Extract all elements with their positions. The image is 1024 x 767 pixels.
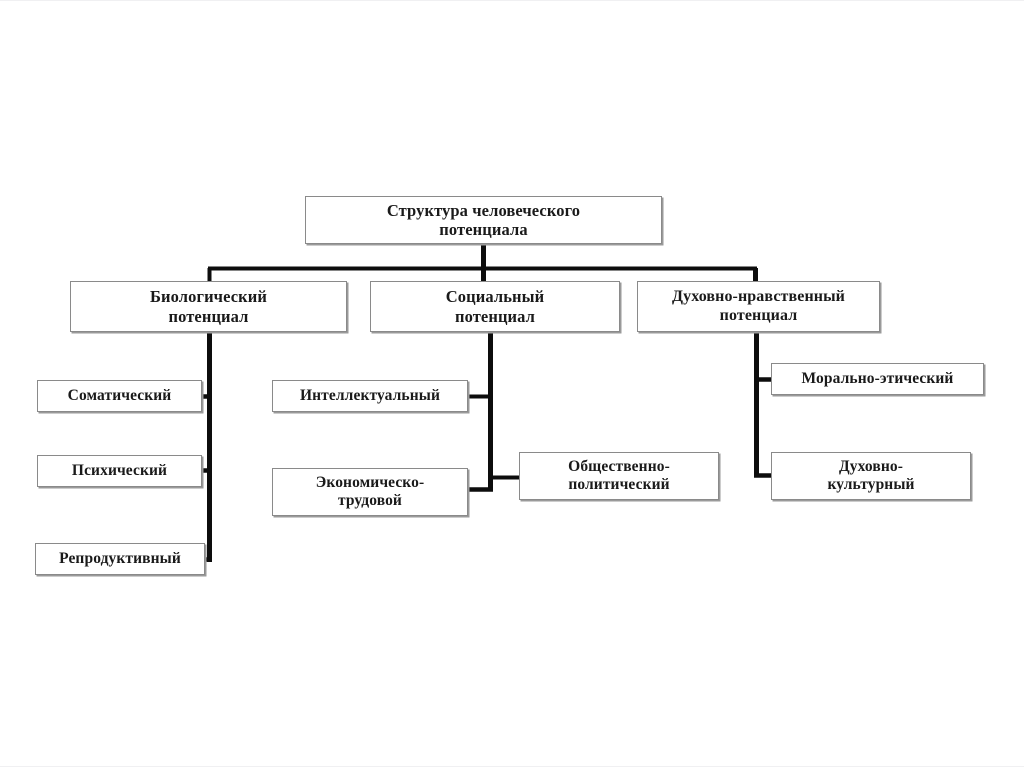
node-spiritual-cultural[interactable]: Духовно-культурный <box>771 452 971 500</box>
node-reproductive[interactable]: Репродуктивный <box>35 543 205 575</box>
node-economic-labor-label: Экономическо-трудовой <box>315 473 425 509</box>
node-socio-political[interactable]: Общественно-политический <box>519 452 719 500</box>
node-reproductive-label: Репродуктивный <box>59 549 181 567</box>
node-moral-ethical-label: Морально-этический <box>801 369 954 387</box>
page-top-edge <box>0 0 1024 1</box>
node-somatic[interactable]: Соматический <box>37 380 202 412</box>
node-somatic-label: Соматический <box>67 386 172 404</box>
node-intellectual-label: Интеллектуальный <box>300 386 440 404</box>
node-economic-labor[interactable]: Экономическо-трудовой <box>272 468 468 516</box>
node-psychic-label: Психический <box>71 461 168 479</box>
node-spiritual-cultural-label: Духовно-культурный <box>827 457 915 493</box>
node-socio-political-label: Общественно-политический <box>568 457 670 493</box>
node-moral-ethical[interactable]: Морально-этический <box>771 363 984 395</box>
node-intellectual[interactable]: Интеллектуальный <box>272 380 468 412</box>
node-psychic[interactable]: Психический <box>37 455 202 487</box>
